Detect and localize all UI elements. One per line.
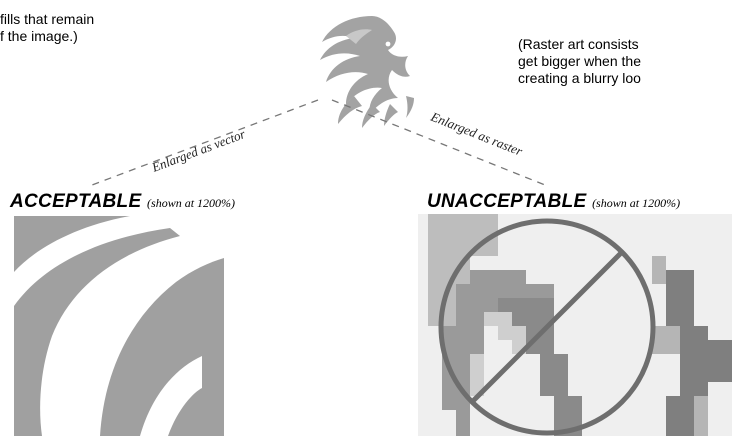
- acceptable-title: ACCEPTABLE: [10, 191, 141, 212]
- vector-connector-label: Enlarged as vector: [149, 126, 248, 175]
- unacceptable-heading: UNACCEPTABLE (shown at 1200%): [427, 191, 680, 213]
- raster-enlargement: [418, 214, 732, 436]
- raster-connector-label: Enlarged as raster: [428, 108, 525, 159]
- vector-enlargement: [14, 216, 224, 436]
- eagle-logo-icon: [320, 16, 414, 128]
- acceptable-subtitle: (shown at 1200%): [147, 196, 235, 210]
- acceptable-heading: ACCEPTABLE (shown at 1200%): [10, 191, 235, 213]
- unacceptable-title: UNACCEPTABLE: [427, 191, 586, 212]
- unacceptable-subtitle: (shown at 1200%): [592, 196, 680, 210]
